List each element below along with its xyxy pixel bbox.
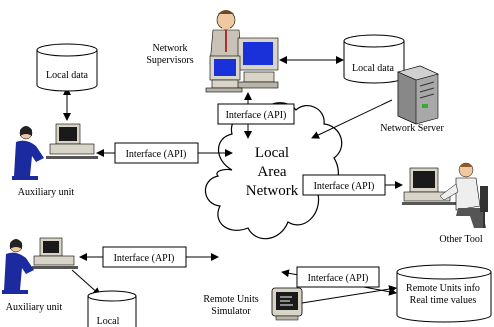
remote-units-simulator-icon [271, 287, 303, 321]
local-cylinder-bottom [87, 290, 137, 327]
interface-box-remote-info [296, 266, 380, 288]
remote-units-simulator-label-line2: Simulator [211, 306, 251, 317]
server-link [311, 99, 393, 139]
lan-label-line1: Local [255, 145, 289, 161]
network-supervisors-label-line2: Supervisors [146, 55, 193, 66]
other-tool-label: Other Tool [439, 234, 482, 245]
lan-label-line3: Network [246, 183, 299, 199]
auxiliary-unit-bottom-icon [2, 237, 78, 294]
simulator-link [301, 285, 397, 304]
network-supervisors-label-line1: Network [153, 43, 188, 54]
auxiliary-unit-bottom-label: Auxiliary unit [6, 302, 63, 313]
aux-local-link [71, 269, 101, 296]
interface-label-other-tool: Interface (API) [314, 181, 375, 192]
interface-label-remote-info: Interface (API) [308, 273, 369, 284]
interface-box-supervisor [217, 103, 295, 125]
local-data-label-top-left: Local data [46, 70, 88, 81]
local-label-bottom: Local [97, 316, 120, 327]
lan-label-line2: Area [257, 164, 286, 180]
interface-box-other-tool [302, 174, 386, 196]
interface-label-aux-bottom: Interface (API) [114, 253, 175, 264]
network-server-icon [397, 65, 439, 125]
interface-label-supervisor: Interface (API) [226, 110, 287, 121]
other-tool-icon [402, 162, 488, 228]
local-data-cylinder-top-left [36, 43, 98, 92]
remote-units-info-label-line1: Remote Units info [406, 283, 480, 294]
auxiliary-unit-top-icon [12, 123, 98, 180]
remote-units-info-cylinder [396, 264, 492, 323]
interface-box-aux-bottom [102, 246, 187, 268]
network-supervisors-icon [205, 10, 279, 93]
local-data-cylinder-top-right [343, 34, 405, 84]
interface-label-aux-top: Interface (API) [126, 149, 187, 160]
remote-units-info-label-line2: Real time values [410, 295, 477, 306]
remote-units-simulator-label-line1: Remote Units [203, 294, 258, 305]
network-server-label: Network Server [380, 123, 444, 134]
interface-box-aux-top [114, 142, 199, 164]
auxiliary-unit-top-label: Auxiliary unit [18, 187, 75, 198]
local-data-label-top-right: Local data [352, 63, 394, 74]
